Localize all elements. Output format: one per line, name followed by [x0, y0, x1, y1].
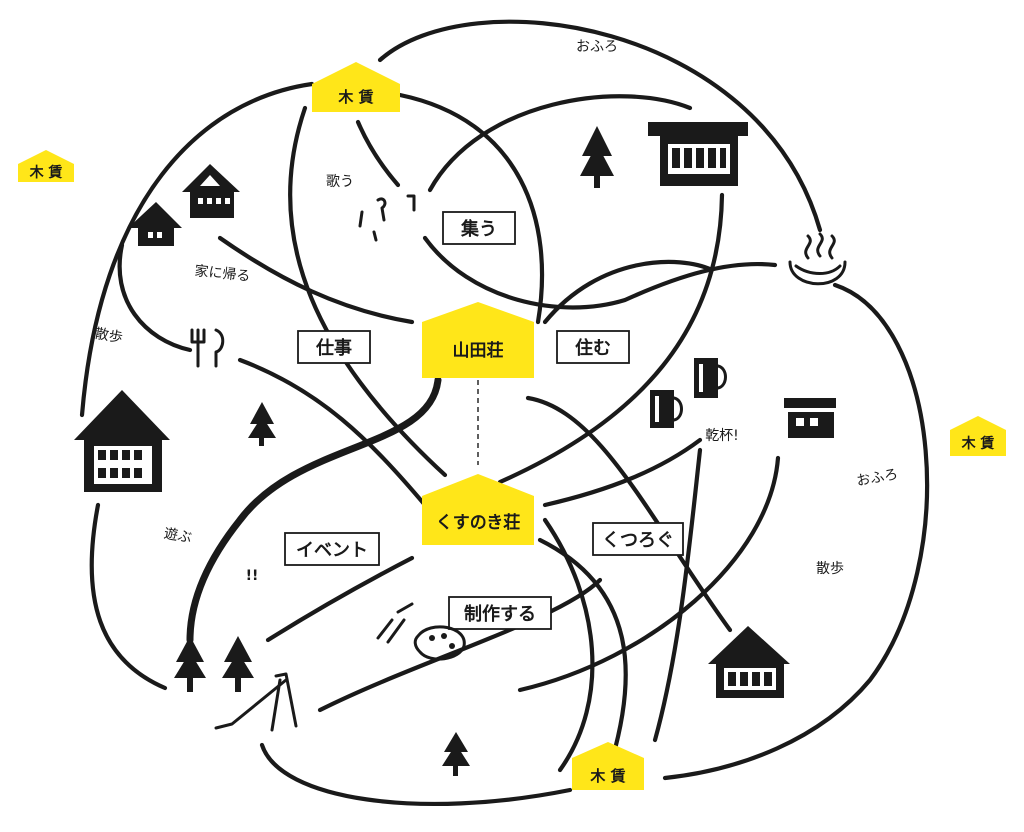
svg-text:イベント: イベント [296, 540, 368, 561]
fork-knife-icon [190, 328, 225, 368]
bath-tag-top: 木 賃 [312, 62, 400, 112]
svg-text:木 賃: 木 賃 [337, 88, 373, 106]
svg-text:木 賃: 木 賃 [589, 767, 625, 785]
hot-spring-icon [788, 232, 847, 286]
tree-icon [174, 636, 206, 692]
svg-text:仕事: 仕事 [315, 337, 352, 359]
activity-seisaku: 制作する [448, 596, 552, 630]
long-house-top-icon [648, 122, 748, 186]
slide-icon [214, 672, 298, 732]
paint-palette-icon [376, 602, 466, 661]
note-asobu: 遊ぶ [163, 526, 193, 547]
hub-yamadaso: 山田荘 [422, 302, 534, 378]
bath-tag-right: 木 賃 [950, 416, 1006, 456]
note-ofuro-right: おふろ [855, 467, 899, 490]
activity-tsudou: 集う [442, 211, 516, 245]
shop-building-icon [784, 398, 836, 438]
svg-text:くつろぐ: くつろぐ [602, 530, 674, 551]
activity-sumu: 住む [556, 330, 630, 364]
svg-text:制作する: 制作する [464, 603, 536, 625]
beer-mug-icon [650, 358, 727, 428]
svg-text:木 賃: 木 賃 [961, 435, 995, 452]
note-sanpo-right: 散歩 [816, 561, 844, 577]
activity-shigoto: 仕事 [297, 330, 371, 364]
svg-text:木 賃: 木 賃 [29, 164, 63, 181]
note-ofuro-top: おふろ [576, 39, 618, 55]
activity-kutsurogu: くつろぐ [592, 522, 684, 556]
hub-kusunokiso: くすのき荘 [422, 474, 534, 545]
route-lines [79, 19, 930, 807]
note-kanpai: 乾杯! [705, 428, 739, 444]
tree-icon [248, 402, 276, 446]
svg-text:住む: 住む [575, 337, 611, 359]
house-bottom-right-icon [708, 626, 790, 698]
note-ie-ni-kaeru: 家に帰る [194, 262, 251, 285]
tall-house-icon [182, 164, 240, 218]
tree-icon [580, 126, 614, 188]
tree-icon [442, 732, 470, 776]
note-sanpo-left: 散歩 [94, 326, 124, 347]
big-house-left-icon [74, 390, 170, 492]
music-note-icon [358, 194, 416, 242]
svg-text:集う: 集う [460, 218, 497, 240]
bath-tag-left: 木 賃 [18, 150, 74, 182]
svg-text:山田荘: 山田荘 [453, 340, 504, 361]
note-utau: 歌う [326, 174, 354, 190]
bath-tag-bottom: 木 賃 [572, 742, 644, 790]
tree-icon [222, 636, 254, 692]
svg-text:くすのき荘: くすのき荘 [436, 512, 521, 533]
small-house-icon [128, 202, 182, 246]
note-exclaim: !! [246, 568, 259, 584]
activity-event: イベント [284, 532, 380, 566]
